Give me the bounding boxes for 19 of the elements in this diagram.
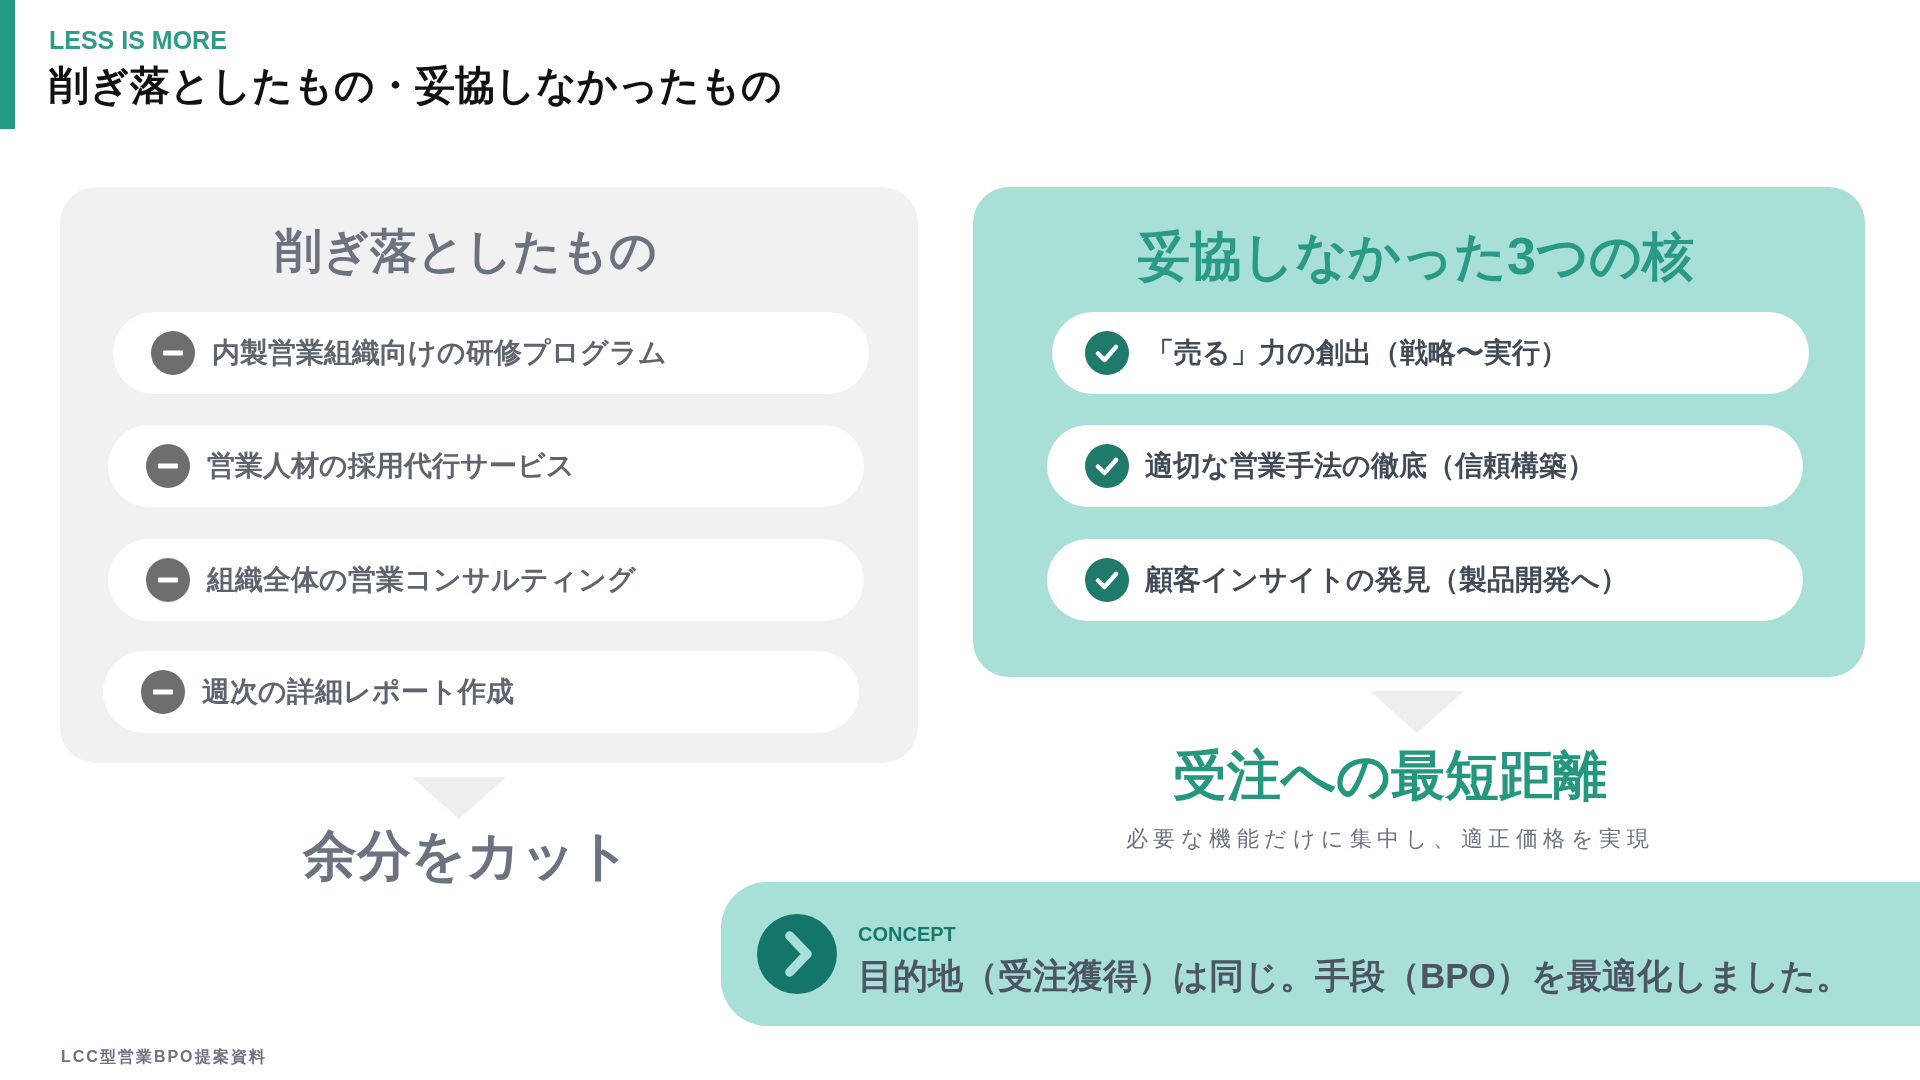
slide-title: 削ぎ落としたもの・妥協しなかったもの — [49, 62, 782, 109]
concept-banner — [721, 882, 1920, 1026]
concept-kicker: CONCEPT — [858, 922, 956, 946]
kicker-label: LESS IS MORE — [49, 25, 227, 55]
item-text: 週次の詳細レポート作成 — [202, 675, 514, 709]
item-text: 営業人材の採用代行サービス — [207, 449, 575, 483]
result-subtitle: 必要な機能だけに集中し、適正価格を実現 — [1125, 826, 1655, 852]
card-panel — [60, 187, 918, 763]
item-text: 「売る」力の創出（戦略〜実行） — [1146, 336, 1568, 370]
item-text: 顧客インサイトの発見（製品開発へ） — [1145, 563, 1628, 597]
concept-text: 目的地（受注獲得）は同じ。手段（BPO）を最適化しました。 — [858, 955, 1851, 997]
result-heading: 受注への最短距離 — [1173, 748, 1607, 802]
panel-heading: 削ぎ落としたもの — [275, 227, 657, 274]
item-text: 適切な営業手法の徹底（信頼構築） — [1145, 449, 1595, 483]
card-panel — [973, 187, 1865, 677]
result-heading: 余分をカット — [303, 828, 631, 882]
footer-text: LCC型営業BPO提案資料 — [61, 1047, 267, 1067]
item-text: 組織全体の営業コンサルティング — [207, 563, 636, 597]
item-text: 内製営業組織向けの研修プログラム — [212, 336, 667, 370]
